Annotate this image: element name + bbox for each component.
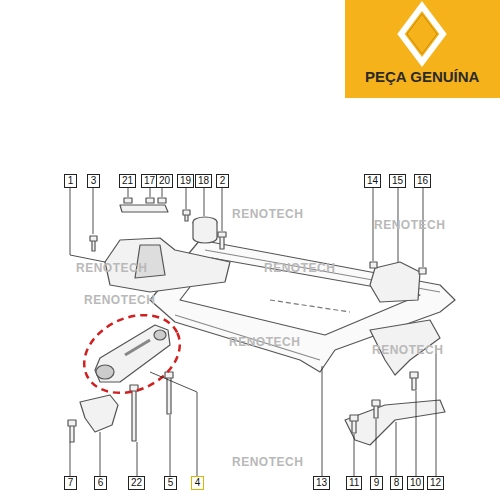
callout-number: 14 [364,174,381,188]
watermark: RENOTECH [264,261,335,275]
callout-number: 12 [427,476,444,490]
callout-number: 8 [390,476,403,490]
lower-bracket [345,400,445,445]
callout-number: 16 [414,174,431,188]
callout-number: 3 [87,174,100,188]
callout-number: 6 [94,476,107,490]
callout-number: 11 [346,476,362,490]
callout-number: 7 [64,476,77,490]
callout-number: 20 [156,174,173,188]
watermark: RENOTECH [232,455,303,469]
watermark: RENOTECH [374,218,445,232]
watermark: RENOTECH [232,207,303,221]
callout-number: 10 [407,476,424,490]
watermark: RENOTECH [229,335,300,349]
callout-number: 1 [64,174,77,188]
torque-rod [95,325,170,382]
genuine-part-badge: PEÇA GENUÍNA [345,0,500,98]
badge-text: PEÇA GENUÍNA [365,68,479,85]
highlight-circle [71,300,192,408]
watermark: RENOTECH [84,293,155,307]
watermark: RENOTECH [372,343,443,357]
watermark: RENOTECH [76,261,147,275]
callout-number: 2 [216,174,229,188]
callout-number: 5 [164,476,177,490]
callout-number: 19 [177,174,194,188]
callout-number: 15 [389,174,406,188]
callout-number: 21 [119,174,136,188]
callout-number: 9 [370,476,383,490]
callout-number: 4 [191,476,204,490]
callout-number: 22 [128,476,145,490]
callout-number: 18 [195,174,212,188]
callout-number: 13 [313,476,330,490]
mount-bracket [80,395,118,432]
